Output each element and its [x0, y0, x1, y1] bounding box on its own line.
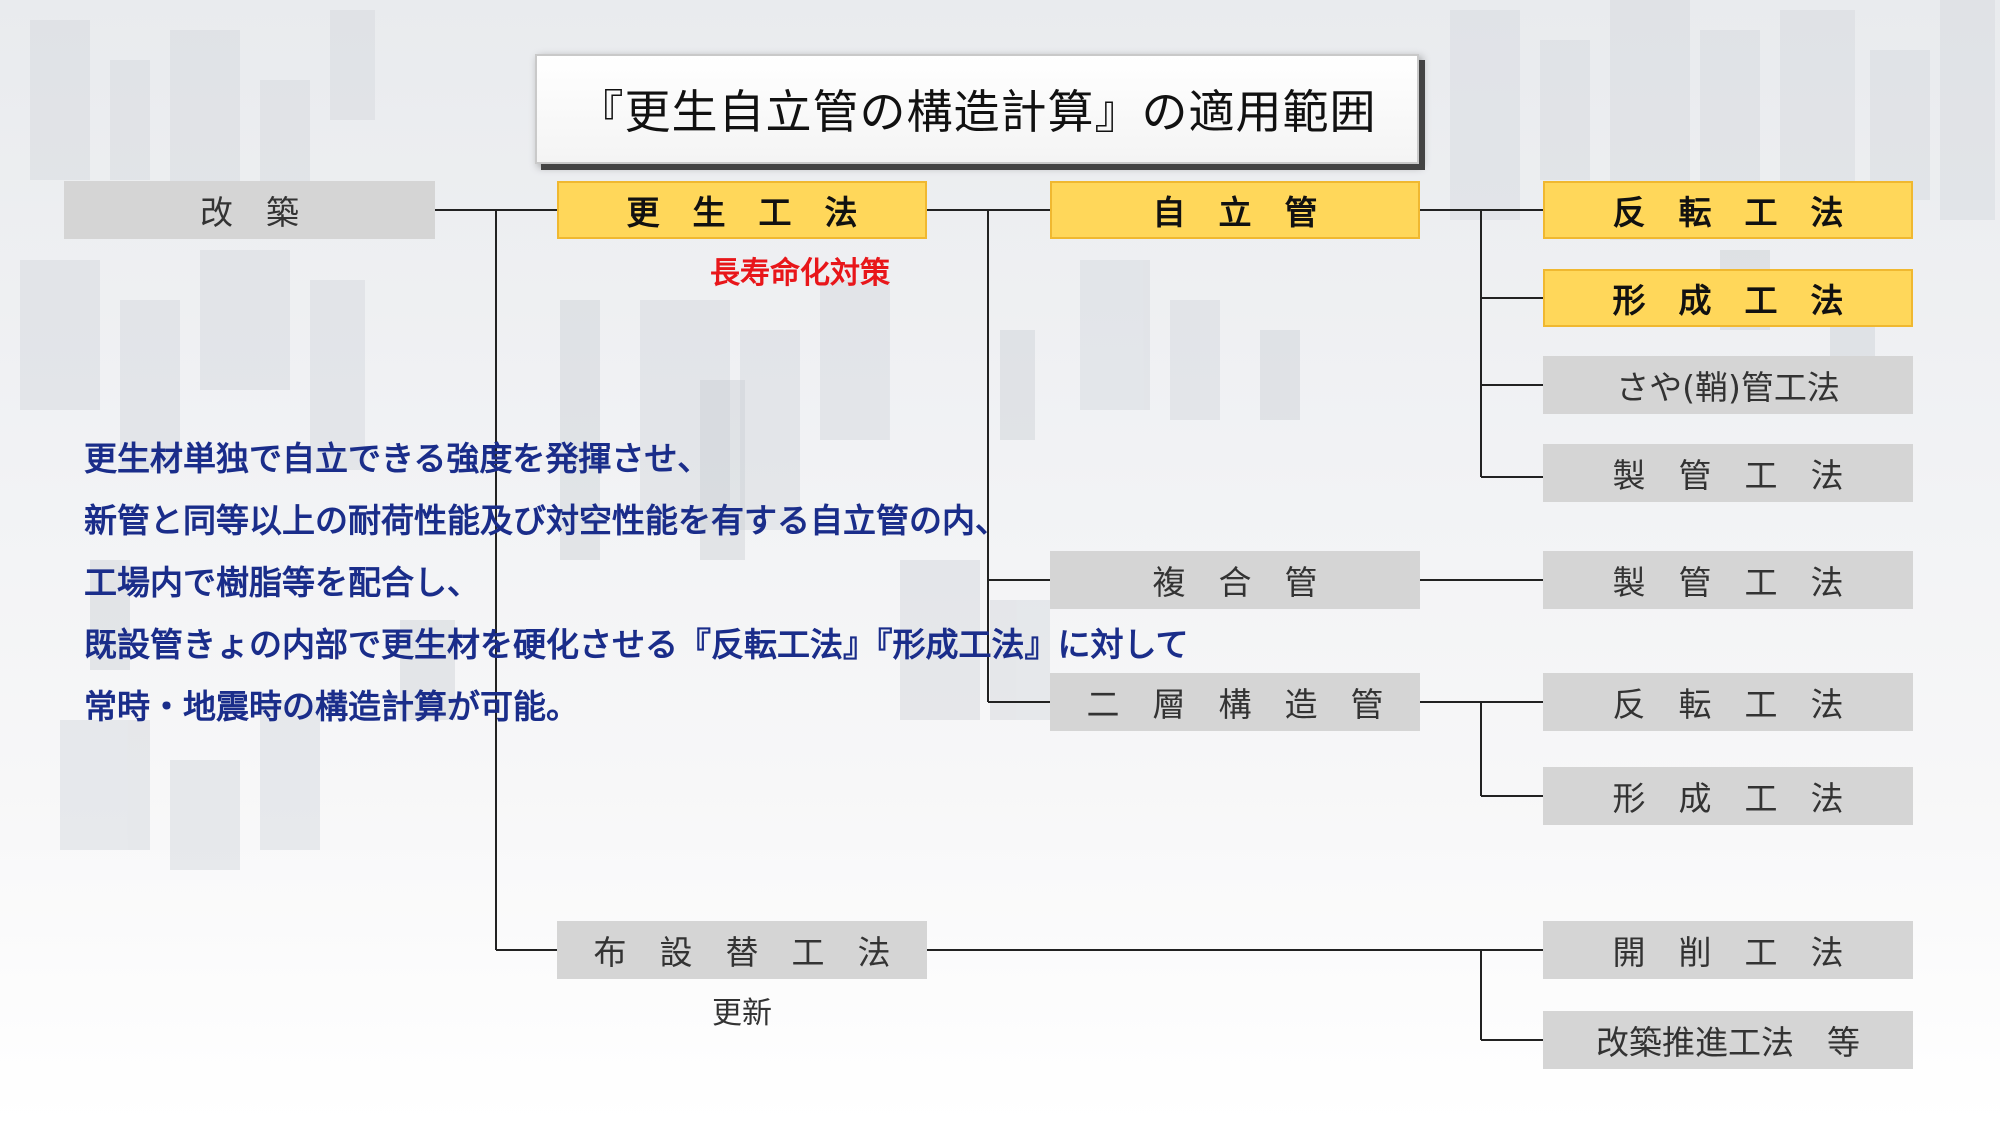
node-kaichiku-suishin: 改築推進工法 等 [1543, 1011, 1913, 1069]
description-line: 既設管きょの内部で更生材を硬化させる『反転工法』『形成工法』に対して [84, 625, 1189, 664]
node-keisei-kouhou: 形 成 工 法 [1543, 767, 1913, 825]
node-kaisaku-kouhou: 開 削 工 法 [1543, 921, 1913, 979]
node-kaichiku: 改 築 [64, 181, 435, 239]
node-nisou-kouzou-kan: 二 層 構 造 管 [1050, 673, 1420, 731]
node-fusetsu-gae: 布 設 替 工 法 [557, 921, 927, 979]
node-hanten-kouhou: 反 転 工 法 [1543, 673, 1913, 731]
node-seikan-kouhou-1: 製 管 工 法 [1543, 444, 1913, 502]
node-kousei-kouhou: 更 生 工 法 [557, 181, 927, 239]
description-line: 新管と同等以上の耐荷性能及び対空性能を有する自立管の内、 [84, 501, 1008, 540]
description-text: 更生材単独で自立できる強度を発揮させ、 新管と同等以上の耐荷性能及び対空性能を有… [84, 428, 1189, 738]
page-title: 『更生自立管の構造計算』の適用範囲 [535, 54, 1419, 164]
note-long-life: 長寿命化対策 [710, 256, 890, 291]
node-seikan-kouhou-2: 製 管 工 法 [1543, 551, 1913, 609]
node-hanten-kouhou-highlight: 反 転 工 法 [1543, 181, 1913, 239]
description-line: 常時・地震時の構造計算が可能。 [84, 687, 579, 726]
node-keisei-kouhou-highlight: 形 成 工 法 [1543, 269, 1913, 327]
node-saya-kan: さや(鞘)管工法 [1543, 356, 1913, 414]
node-fukugou-kan: 複 合 管 [1050, 551, 1420, 609]
note-renewal: 更新 [712, 996, 772, 1031]
node-jiritsu-kan: 自 立 管 [1050, 181, 1420, 239]
description-line: 更生材単独で自立できる強度を発揮させ、 [84, 439, 711, 478]
description-line: 工場内で樹脂等を配合し、 [84, 563, 480, 602]
